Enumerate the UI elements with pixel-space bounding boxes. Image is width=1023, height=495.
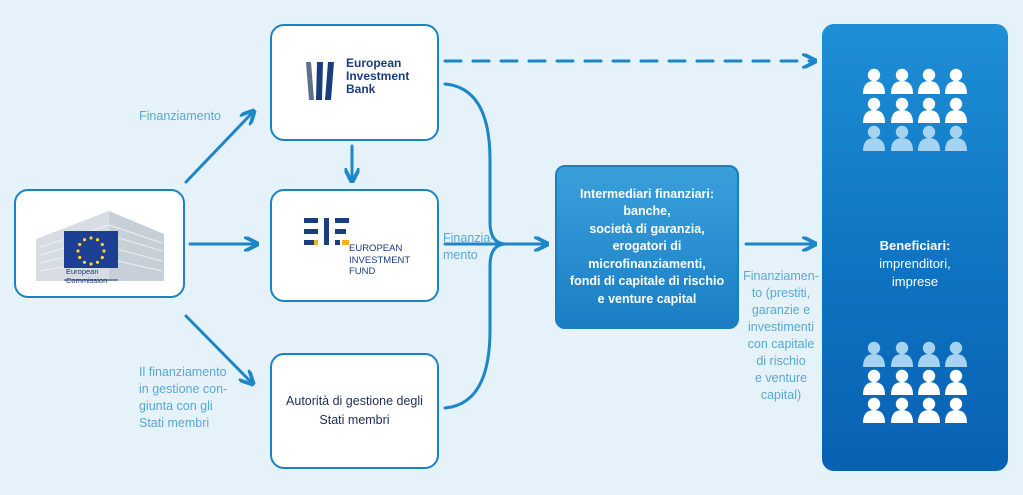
label-financing-right: Finanziamen- to (prestiti, garanzie e in… (743, 269, 819, 402)
eif-logo-icon (304, 218, 349, 245)
eib-node: European Investment Bank (270, 24, 439, 141)
beneficiaries-panel: Beneficiari: imprenditori, imprese (822, 24, 1008, 471)
connector-authorities (443, 242, 508, 410)
label-shared-management: Il finanziamento in gestione con- giunta… (139, 365, 228, 430)
label-financing-top: Finanziamento (139, 109, 221, 123)
connector-eib (443, 82, 508, 246)
arrow-ec-to-authorities (184, 314, 252, 383)
eib-logo-icon (306, 62, 334, 100)
beneficiaries-description: imprenditori, imprese (879, 256, 951, 289)
arrow-ec-to-eib (184, 112, 253, 184)
european-commission-logo-icon (36, 211, 164, 281)
beneficiaries-title: Beneficiari: (879, 238, 951, 253)
eif-name: EUROPEAN INVESTMENT FUND (349, 243, 411, 277)
label-financing-middle: Finanzia- mento (443, 231, 495, 262)
eif-node: EUROPEAN INVESTMENT FUND (270, 189, 439, 302)
managing-authorities-node: Autorità di gestione degli Stati membri (270, 353, 439, 469)
financial-intermediaries-text: Intermediari finanziari: banche, società… (569, 186, 725, 306)
financial-intermediaries-node: Intermediari finanziari: banche, società… (555, 165, 739, 329)
european-commission-caption: European Commission (66, 267, 108, 285)
eib-name: European Investment Bank (346, 56, 410, 96)
managing-authorities-text: Autorità di gestione degli Stati membri (286, 394, 423, 427)
european-commission-node: European Commission (14, 189, 185, 298)
